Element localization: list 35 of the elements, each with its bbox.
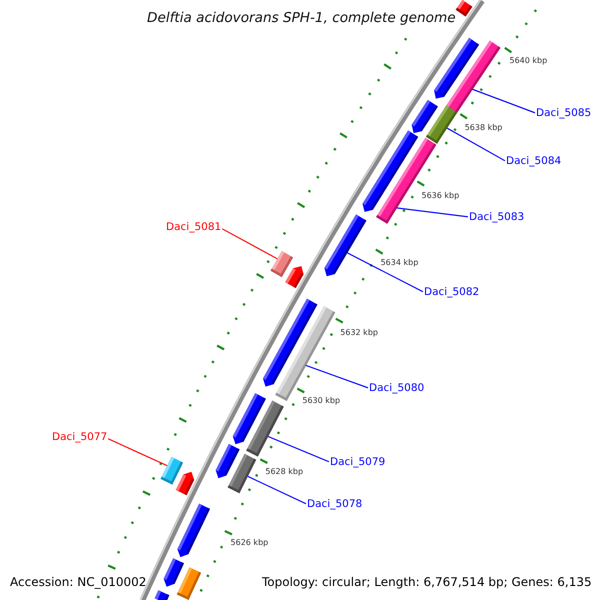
gene-label: Daci_5080 [369,382,424,394]
leader-line [306,364,368,388]
accession-label: Accession: NC_010002 [10,575,146,590]
scale-label: 5640 kbp [510,56,548,66]
gene-label: Daci_5082 [424,286,480,298]
gene-feature [324,214,366,276]
gene-label: Daci_5078 [307,498,362,510]
gene-feature [228,454,256,494]
gene-feature [426,105,458,144]
leader-line [472,88,536,114]
gene-feature [444,40,500,115]
scale-label: 5628 kbp [265,467,304,477]
leader-line [396,207,468,218]
leader-line [346,252,424,292]
gene-label: Daci_5081 [166,220,222,234]
gene-feature [160,456,184,485]
scale-label: 5630 kbp [302,396,340,406]
gene-label: Daci_5083 [469,210,524,224]
scale-label: 5638 kbp [464,123,502,133]
genome-info-label: Topology: circular; Length: 6,767,514 bp; Genes: 6,135 [262,575,592,590]
leader-line [248,476,306,504]
scale-label: 5626 kbp [230,538,268,548]
gene-label: Daci_5084 [506,154,562,168]
scale-label: 5636 kbp [422,190,460,200]
leader-line [268,436,330,462]
leader-line [446,128,506,162]
gene-feature [246,400,284,456]
leader-line [108,438,168,466]
gene-label: Daci_5085 [536,106,592,120]
gene-label: Daci_5079 [330,456,386,468]
map-title: Delftia acidovorans SPH-1, complete genome [147,10,456,26]
gene-feature [270,250,294,278]
gene-label: Daci_5077 [52,430,108,444]
scale-label: 5634 kbp [380,258,418,268]
leader-line [222,228,278,260]
